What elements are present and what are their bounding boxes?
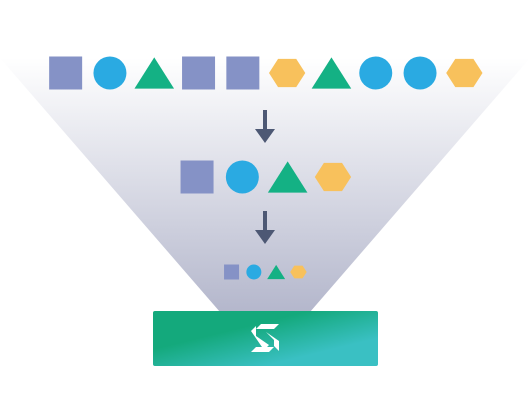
hexagon-shape	[290, 265, 307, 279]
output-bar	[153, 311, 378, 366]
arrow-head	[255, 230, 275, 244]
hexagon-shape	[314, 162, 352, 192]
arrow-head	[255, 129, 275, 143]
arrow-shaft	[263, 211, 267, 232]
input-shapes-row	[49, 56, 483, 90]
square-shape	[180, 160, 214, 194]
circle-shape	[246, 264, 262, 280]
triangle-shape	[267, 161, 308, 193]
funnel-shape	[0, 58, 530, 312]
circle-shape	[403, 56, 437, 90]
hexagon-shape	[269, 58, 306, 88]
square-shape	[49, 56, 83, 90]
hexagon-shape	[446, 58, 483, 88]
square-shape	[224, 264, 240, 280]
filtered-shapes-row	[180, 160, 352, 194]
down-arrow-icon	[255, 110, 275, 143]
circle-shape	[93, 56, 127, 90]
circle-shape	[359, 56, 393, 90]
arrow-shaft	[263, 110, 267, 131]
down-arrow-icon	[255, 211, 275, 244]
square-shape	[182, 56, 216, 90]
triangle-shape	[267, 264, 286, 280]
square-shape	[226, 56, 260, 90]
stylized-s-logo-icon	[251, 324, 279, 352]
circle-shape	[225, 160, 259, 194]
triangle-shape	[134, 57, 175, 89]
compact-shapes-row	[224, 264, 307, 280]
triangle-shape	[311, 57, 352, 89]
